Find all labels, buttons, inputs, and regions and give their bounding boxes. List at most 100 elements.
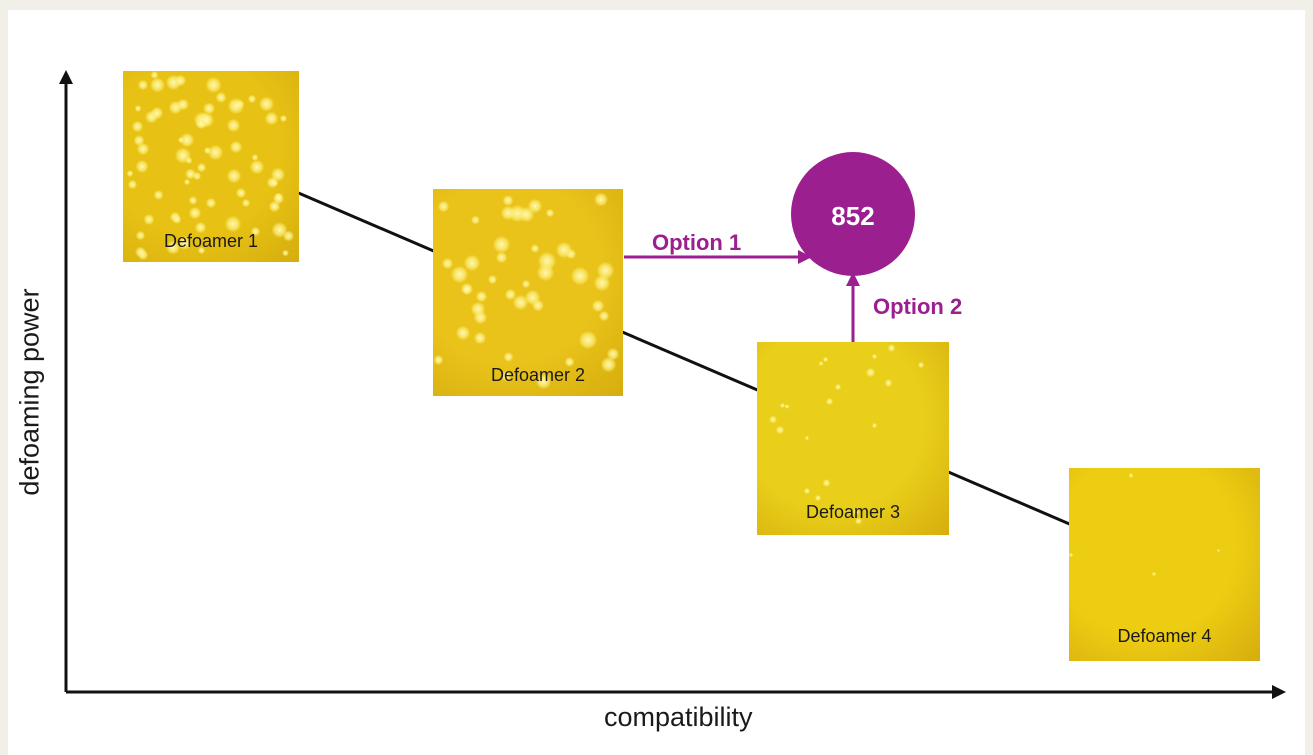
bubble xyxy=(822,479,831,487)
bubble xyxy=(177,98,189,111)
bubble xyxy=(460,282,474,296)
bubble xyxy=(134,105,142,113)
bubble xyxy=(512,295,529,311)
bubble xyxy=(565,249,577,260)
bubble xyxy=(265,112,278,125)
bubble xyxy=(279,114,287,122)
bubble xyxy=(854,517,862,525)
x-axis-label: compatibility xyxy=(604,702,753,732)
bubble xyxy=(228,97,245,114)
bubble xyxy=(174,74,187,87)
bubble xyxy=(564,357,574,367)
bubble xyxy=(195,118,207,130)
bubble xyxy=(884,379,893,388)
target-value: 852 xyxy=(831,201,875,231)
bubble xyxy=(133,135,145,146)
bubble xyxy=(135,246,146,258)
bubble xyxy=(492,236,510,253)
bubble xyxy=(917,361,925,369)
bubble xyxy=(282,230,294,242)
bubble xyxy=(131,121,143,133)
bubble xyxy=(530,244,539,253)
bubble xyxy=(456,325,471,340)
trend-line xyxy=(209,153,1166,567)
bubble xyxy=(177,137,185,144)
bubble xyxy=(525,289,541,306)
bubble xyxy=(769,415,778,424)
bubble xyxy=(1128,473,1134,478)
bubble xyxy=(599,311,609,321)
bubble xyxy=(556,241,573,258)
bubble xyxy=(207,145,224,161)
bubble xyxy=(471,215,480,225)
bubble xyxy=(235,188,247,199)
bubble xyxy=(463,254,481,271)
bubble xyxy=(594,275,610,291)
defoamer-3-image: Defoamer 3 xyxy=(757,342,949,535)
bubble xyxy=(172,215,181,224)
bubble xyxy=(437,200,450,213)
bubble xyxy=(887,344,895,352)
bubble xyxy=(166,240,180,255)
bubble xyxy=(230,141,242,153)
bubble xyxy=(197,246,206,254)
bubble xyxy=(825,397,833,405)
bubble xyxy=(784,403,790,409)
bubble xyxy=(224,216,241,233)
bubble xyxy=(815,494,822,501)
bubble xyxy=(805,435,810,440)
bubble xyxy=(203,102,215,115)
defoamer-1-label: Defoamer 1 xyxy=(163,231,259,251)
defoamer-2-label: Defoamer 2 xyxy=(490,365,586,385)
bubble xyxy=(852,508,860,515)
bubble xyxy=(538,252,556,270)
bubble xyxy=(779,403,785,409)
bubble xyxy=(503,352,513,362)
defoamer-4-image: Defoamer 4 xyxy=(1069,468,1260,661)
bubble xyxy=(470,302,485,317)
bubble xyxy=(578,330,597,349)
bubble xyxy=(505,289,516,300)
bubble xyxy=(227,169,241,183)
bubble xyxy=(451,265,469,283)
bubble xyxy=(267,177,278,188)
bubble xyxy=(126,169,134,177)
bubble xyxy=(803,487,810,495)
bubble xyxy=(188,206,201,219)
bubble xyxy=(153,190,164,200)
bubble xyxy=(143,214,155,225)
bubble xyxy=(1069,553,1073,557)
bubble xyxy=(137,79,149,91)
bubble xyxy=(205,198,216,209)
bubble xyxy=(127,180,137,190)
bubble xyxy=(818,361,824,366)
bubble xyxy=(496,251,507,263)
bubble xyxy=(597,261,614,279)
bubble xyxy=(607,348,619,360)
bubble xyxy=(259,96,274,112)
bubble xyxy=(442,258,453,269)
bubble xyxy=(251,227,260,237)
bubble xyxy=(433,355,444,365)
bubble xyxy=(521,280,530,289)
bubble xyxy=(282,249,289,257)
bubble xyxy=(135,159,149,173)
bubble xyxy=(871,353,878,360)
bubble xyxy=(592,299,605,312)
bubble xyxy=(250,160,264,174)
bubble xyxy=(242,198,250,207)
bubble xyxy=(601,357,617,372)
bubble xyxy=(227,118,241,132)
bubble xyxy=(185,157,193,164)
bubble xyxy=(247,95,256,104)
defoamer-1-image: Defoamer 1 xyxy=(123,71,299,262)
bubble xyxy=(535,373,552,390)
bubble xyxy=(177,236,192,250)
y-axis-label: defoaming power xyxy=(14,288,45,496)
bubble xyxy=(532,299,544,312)
bubble xyxy=(1216,549,1220,553)
bubble xyxy=(823,357,828,362)
option-2-label: Option 2 xyxy=(873,294,963,319)
bubble xyxy=(272,193,284,205)
